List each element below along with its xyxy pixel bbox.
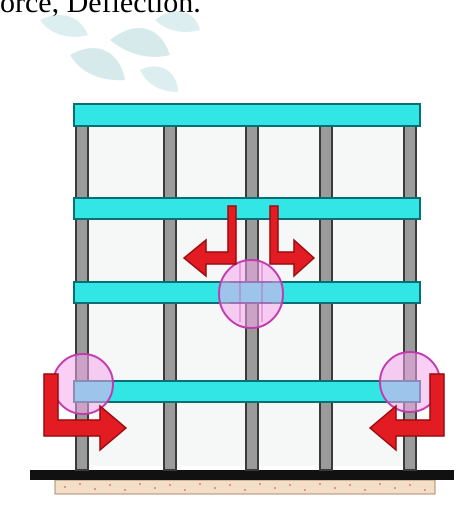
beam-floor-1 [73, 380, 421, 403]
hinge-left [52, 353, 114, 415]
arrow-center-right [269, 205, 316, 278]
force-arrows [43, 205, 445, 452]
foundation-dots [64, 483, 426, 491]
watermark-logo [40, 11, 200, 92]
ground-line [30, 470, 454, 480]
hinge-center [218, 259, 284, 329]
arrow-right-base [368, 373, 445, 452]
beam-roof [73, 103, 421, 127]
caption-text: orce, Deflection. [0, 0, 201, 19]
plastic-hinges [52, 259, 441, 415]
arrow-center-left [182, 205, 237, 278]
beam-floor-3 [73, 197, 421, 220]
arrow-left-base [43, 373, 128, 452]
foundation-strip [54, 479, 436, 495]
